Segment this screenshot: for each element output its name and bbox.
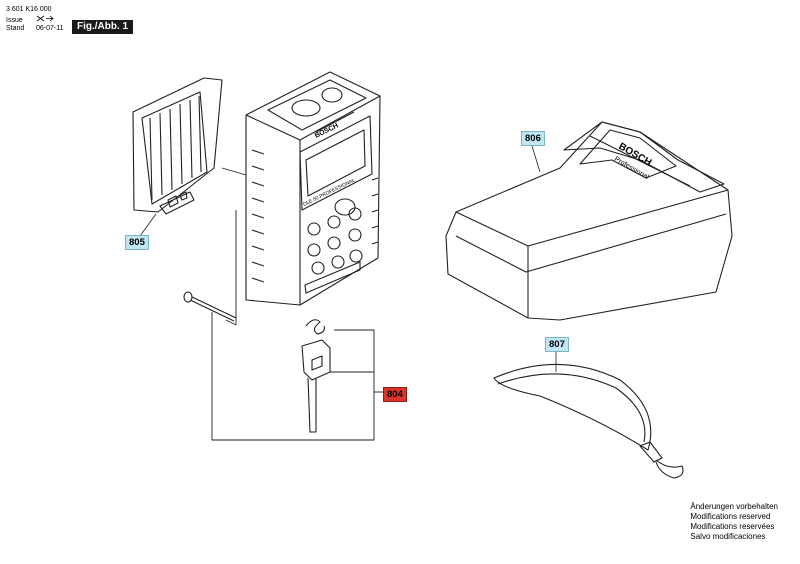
document-header: 3 601 K16 000 Issue Stand 06-07-11 <box>6 6 63 34</box>
battery-cover-part <box>132 77 223 215</box>
laser-rangefinder-body <box>245 71 381 306</box>
stand-label: Stand <box>6 25 25 32</box>
wrist-strap-part <box>493 363 684 479</box>
issue-mark-icon <box>36 15 54 21</box>
figure-badge: Fig./Abb. 1 <box>72 20 134 34</box>
note-en: Modifications reserved <box>690 512 771 521</box>
note-fr: Modifications reservées <box>690 522 775 531</box>
issue-label: Issue <box>6 16 23 24</box>
stand-date: 06-07-11 <box>35 25 64 32</box>
part-label-807[interactable]: 807 <box>545 337 569 352</box>
doc-number: 3 601 K16 000 <box>6 6 52 13</box>
modification-note: Änderungen vorbehalten Modifications res… <box>690 502 778 542</box>
part-label-804[interactable]: 804 <box>383 387 407 402</box>
part-label-806[interactable]: 806 <box>521 131 545 146</box>
screw-part <box>183 291 237 322</box>
note-es: Salvo modificaciones <box>690 532 766 541</box>
carrying-pouch-part <box>445 121 733 321</box>
assembly-lines <box>211 167 384 441</box>
part-label-805[interactable]: 805 <box>125 235 149 250</box>
note-de: Änderungen vorbehalten <box>690 502 778 511</box>
pin-part <box>301 319 331 433</box>
